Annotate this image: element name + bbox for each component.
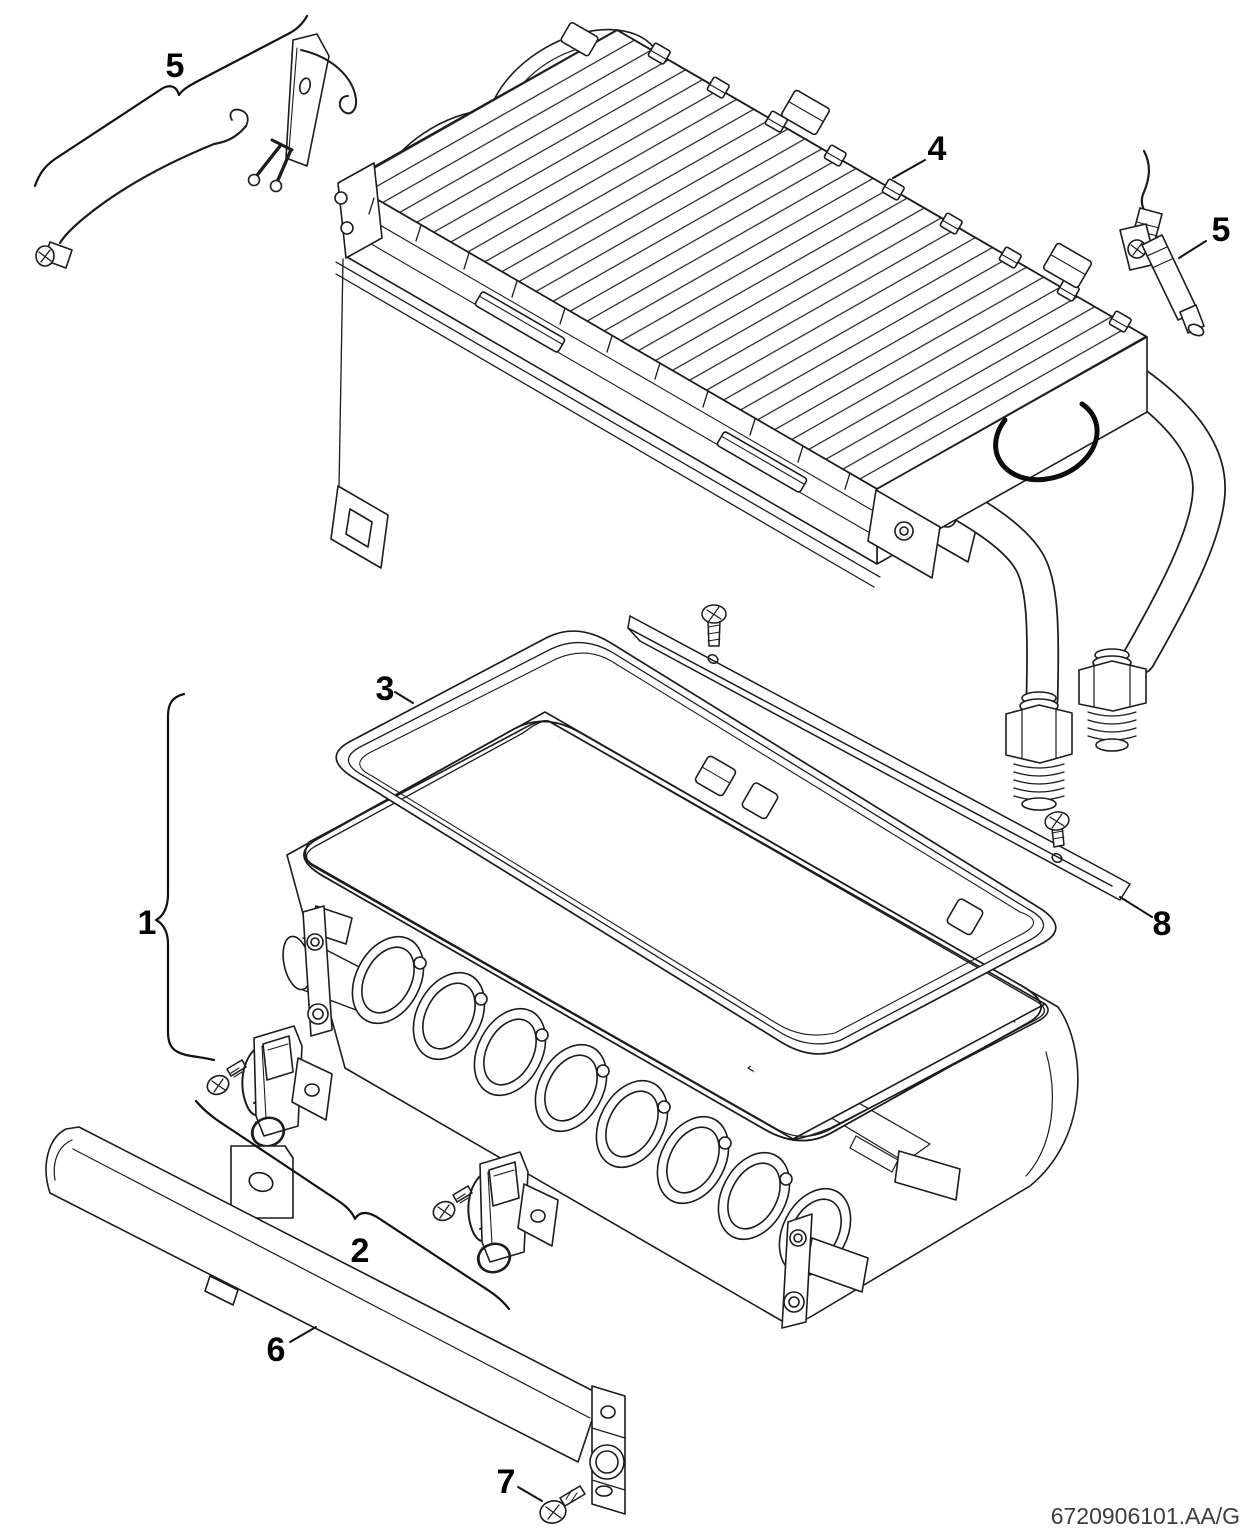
strip-screw-bottom: [1044, 811, 1070, 848]
callout-8-label: 8: [1153, 905, 1172, 943]
tray-side-window: [894, 1150, 961, 1201]
leader-item6: [289, 1326, 317, 1343]
venturi-openings: [351, 935, 852, 1277]
leader-item8: [1119, 896, 1153, 918]
bypass-loop-pipe: [993, 401, 1100, 483]
callout-7-label: 7: [497, 1463, 516, 1501]
leader-item7: [517, 1486, 543, 1502]
callout-4-label: 4: [928, 130, 947, 168]
combustion-gasket-frame: [335, 630, 1057, 1055]
retaining-strip: [627, 604, 1131, 901]
callout-3-label: 3: [376, 670, 395, 708]
sensor-wire: [1140, 149, 1150, 217]
exchanger-left-end-plate: [334, 162, 383, 259]
electrode-spring-clip: [300, 49, 358, 115]
electrode-prong: [256, 144, 282, 176]
callout-5-right-label: 5: [1212, 211, 1231, 249]
flame-sensor-electrode: [1119, 149, 1205, 337]
document-number: 6720906101.AA/G: [1051, 1503, 1240, 1529]
flange-clip-tabs: [694, 755, 984, 936]
brace-item5-left: [33, 14, 309, 188]
heat-exchanger-assembly: [330, 21, 1226, 811]
electrode-prong: [276, 150, 292, 182]
ignition-cable: [58, 124, 248, 245]
exchanger-mounting-tabs: [560, 21, 1093, 289]
strip-screw-top: [701, 604, 727, 647]
burner-support-rail: [330, 258, 941, 588]
support-bar-assembly: [45, 1126, 626, 1524]
electrode-bracket: [285, 33, 330, 167]
exchanger-front-face: [346, 181, 878, 565]
burner-left-bracket: [302, 905, 353, 1037]
brace-item1: [154, 692, 216, 1062]
burner-screw-holes: [413, 956, 793, 1186]
ignition-electrode-assembly: [35, 33, 358, 269]
brace-item2: [194, 1099, 511, 1311]
bar-mounting-tab: [230, 1145, 294, 1219]
callout-2-label: 2: [351, 1232, 370, 1270]
burner-clip-set-1: [202, 1024, 334, 1152]
callout-1-label: 1: [138, 904, 157, 942]
leader-item4: [892, 159, 926, 179]
pipe-union-fittings: [1005, 648, 1147, 811]
bar-screw: [539, 1485, 586, 1524]
fin-near-edge-tabs: [368, 197, 851, 490]
callout-lines: [33, 14, 1207, 1502]
leader-item3: [394, 691, 414, 704]
callout-5-left-label: 5: [166, 47, 185, 85]
leader-item5-right: [1178, 240, 1207, 259]
support-bar: [45, 1126, 600, 1463]
callout-6-label: 6: [267, 1331, 286, 1369]
burner-right-bracket: [781, 1213, 869, 1329]
bar-end-plate: [589, 1385, 626, 1515]
